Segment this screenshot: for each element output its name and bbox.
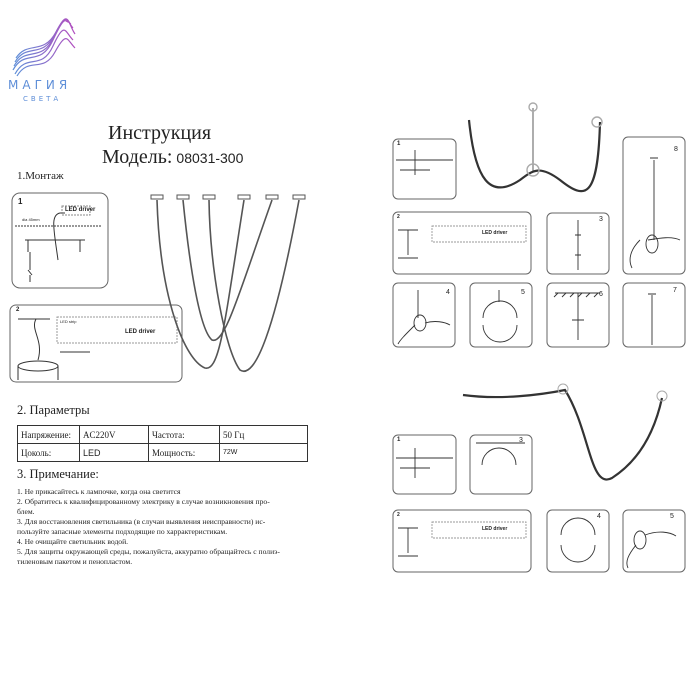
led-driver-label-2: LED driver	[125, 329, 156, 335]
led-driver-label-3: LED driver	[482, 230, 508, 236]
logo-wave-icon	[12, 18, 76, 77]
note-line: 3. Для восстановления светильника (в слу…	[17, 517, 266, 526]
note-line: пользуйте запасные элементы подходящие п…	[17, 527, 228, 536]
page-title: Инструкция	[108, 122, 212, 144]
step-number: 1	[397, 437, 401, 443]
logo: МАГИЯ СВЕТА	[5, 18, 77, 103]
section-notes-heading: 3. Примечание:	[17, 467, 99, 481]
param-value: 50 Гц	[219, 425, 308, 444]
section-params-heading: 2. Параметры	[17, 403, 90, 417]
param-value: 72W	[219, 443, 308, 462]
step-number: 6	[599, 291, 603, 298]
step-number: 2	[16, 307, 20, 313]
param-label: Цоколь:	[17, 443, 80, 462]
led-driver-label: LED driver	[65, 207, 96, 213]
param-label: Мощность:	[148, 443, 220, 462]
step-number: 8	[674, 146, 678, 153]
param-label: Напряжение:	[17, 425, 80, 444]
notes-list: 1. Не прикасайтесь к лампочке, когда она…	[17, 487, 317, 567]
param-label: Частота:	[148, 425, 220, 444]
params-table: Напряжение: AC220V Частота: 50 Гц Цоколь…	[17, 425, 308, 462]
pendant-lamp-top-right	[467, 102, 603, 193]
note-line: 4. Не очищайте светильник водой.	[17, 537, 129, 546]
step-number: 1	[397, 141, 401, 147]
step-number: 5	[521, 289, 525, 296]
note-line: блем.	[17, 507, 35, 516]
diagram-step-1	[11, 192, 109, 289]
model-label: Модель:	[102, 146, 173, 168]
right-step-panels	[392, 136, 686, 348]
led-strip-label: LED strip	[60, 319, 77, 324]
step-number: 3	[519, 437, 523, 444]
table-row: Напряжение: AC220V Частота: 50 Гц	[17, 425, 308, 444]
dia-label: dia 45mm	[22, 217, 40, 222]
note-line: 5. Для защиты окружающей среды, пожалуйс…	[17, 547, 280, 556]
note-line: тиленовым пакетом и пенопластом.	[17, 557, 133, 566]
step-number: 4	[446, 289, 450, 296]
step-number: 1	[18, 197, 23, 206]
led-driver-label-4: LED driver	[482, 526, 508, 532]
step-number: 2	[397, 512, 400, 518]
pendant-lamp-bottom-right	[462, 383, 668, 481]
model-line: Модель: 08031-300	[102, 146, 243, 169]
step-number: 4	[597, 513, 601, 520]
param-value: LED	[79, 443, 149, 462]
param-value: AC220V	[79, 425, 149, 444]
note-line: 2. Обратитесь к квалифицированному элект…	[17, 497, 270, 506]
step-number: 5	[670, 513, 674, 520]
section-mounting-heading: 1.Монтаж	[17, 170, 64, 182]
step-number: 3	[599, 216, 603, 223]
step-number: 2	[397, 214, 400, 220]
diagram-step-2	[9, 304, 183, 383]
model-number: 08031-300	[176, 150, 244, 166]
logo-text: МАГИЯ	[8, 78, 72, 92]
pendant-lamp-drawing	[150, 194, 306, 372]
table-row: Цоколь: LED Мощность: 72W	[17, 443, 308, 462]
logo-subtext: СВЕТА	[23, 95, 62, 103]
step-number: 7	[673, 287, 677, 294]
note-line: 1. Не прикасайтесь к лампочке, когда она…	[17, 487, 181, 496]
